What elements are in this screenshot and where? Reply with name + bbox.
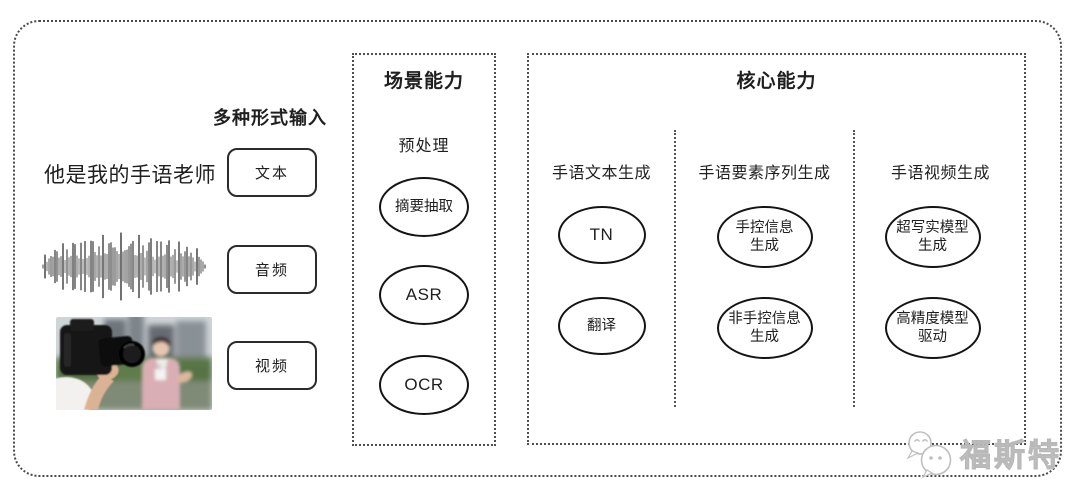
input-box-text: 文本 xyxy=(227,148,317,197)
scene-capability-box: 场景能力 预处理 摘要抽取 ASR OCR xyxy=(352,53,496,446)
input-box-video-label: 视频 xyxy=(254,358,289,375)
column-sign-element-sequence-generation: 手语要素序列生成 手控信息 生成 非手控信息 生成 xyxy=(674,130,853,407)
asr-node: ASR xyxy=(379,265,469,325)
input-box-audio: 音频 xyxy=(227,245,317,294)
translation-node: 翻译 xyxy=(557,297,646,355)
column-sign-video-generation: 手语视频生成 超写实模型 生成 高精度模型 驱动 xyxy=(853,130,1026,407)
video-thumbnail xyxy=(56,317,212,410)
watermark: 福斯特 xyxy=(898,426,1068,484)
core-capability-title: 核心能力 xyxy=(736,71,817,92)
hyperrealistic-model-node: 超写实模型 生成 xyxy=(884,206,981,268)
ocr-node: OCR xyxy=(379,355,469,415)
scene-capability-title: 场景能力 xyxy=(383,71,464,92)
column-sign-video-generation-header: 手语视频生成 xyxy=(890,165,990,182)
watermark-text: 福斯特 xyxy=(960,437,1062,473)
summary-extraction-node: 摘要抽取 xyxy=(379,177,469,237)
reporter-figure xyxy=(142,337,193,410)
core-capability-box: 核心能力 手语文本生成 TN 翻译 手语要素序列生成 手控信息 生成 非手控信息… xyxy=(527,53,1026,445)
core-columns: 手语文本生成 TN 翻译 手语要素序列生成 手控信息 生成 非手控信息 生成 手… xyxy=(529,130,1024,407)
sample-sentence-text: 他是我的手语老师 xyxy=(44,164,216,187)
column-sign-element-sequence-header: 手语要素序列生成 xyxy=(698,165,831,182)
chat-bubbles-icon xyxy=(906,431,952,479)
column-sign-text-generation: 手语文本生成 TN 翻译 xyxy=(529,130,674,407)
audio-waveform-icon xyxy=(42,232,206,301)
tn-node: TN xyxy=(557,206,646,264)
camera-foreground xyxy=(56,319,145,410)
input-box-text-label: 文本 xyxy=(254,165,289,182)
manual-info-generation-node: 手控信息 生成 xyxy=(716,206,813,268)
non-manual-info-generation-node: 非手控信息 生成 xyxy=(716,297,813,359)
outer-dotted-frame xyxy=(13,20,1062,477)
input-heading: 多种形式输入 xyxy=(213,108,327,128)
input-box-video: 视频 xyxy=(227,341,317,390)
high-precision-model-node: 高精度模型 驱动 xyxy=(884,297,981,359)
preprocess-label: 预处理 xyxy=(398,138,450,155)
input-box-audio-label: 音频 xyxy=(254,262,289,279)
column-sign-text-generation-header: 手语文本生成 xyxy=(551,165,651,182)
